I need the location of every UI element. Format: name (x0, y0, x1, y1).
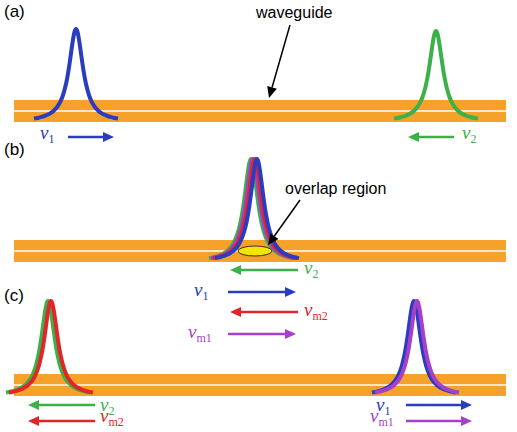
subscript: 1 (48, 132, 54, 146)
arrow (230, 265, 298, 275)
panel-letter: (b) (4, 141, 25, 159)
arrow (230, 307, 298, 317)
light-pulse (9, 301, 93, 392)
symbol: ν (100, 405, 108, 426)
frequency-label: νm1 (188, 323, 212, 347)
frequency-label: νm2 (304, 301, 328, 325)
light-pulse (34, 29, 118, 119)
subscript: 2 (470, 132, 476, 146)
panel-letter: (a) (4, 3, 25, 21)
arrow (68, 132, 114, 142)
overlap-region (238, 246, 272, 256)
symbol: ν (40, 122, 48, 143)
symbol: ν (188, 321, 196, 342)
frequency-label: νm1 (370, 407, 394, 431)
arrow (406, 416, 472, 426)
arrow (268, 200, 300, 245)
waveguide-line (14, 384, 506, 386)
light-pulse (394, 31, 478, 119)
light-pulse (375, 301, 459, 392)
subscript: m2 (312, 309, 327, 323)
arrow (228, 287, 296, 297)
symbol: ν (462, 122, 470, 143)
frequency-label: ν2 (462, 124, 476, 148)
frequency-label: ν1 (40, 124, 54, 148)
waveguide (14, 240, 506, 262)
panel-letter: (c) (4, 287, 24, 305)
frequency-label: ν1 (194, 281, 208, 305)
arrow (406, 400, 472, 410)
arrow (28, 400, 95, 410)
symbol: ν (370, 405, 378, 426)
subscript: 1 (202, 289, 208, 303)
waveguide (14, 100, 506, 122)
symbol: ν (194, 279, 202, 300)
subscript: 2 (312, 267, 318, 281)
waveguide-core (14, 240, 506, 262)
waveguide-core (14, 100, 506, 122)
arrow (267, 25, 290, 98)
arrow (228, 329, 296, 339)
subscript: m1 (378, 415, 393, 429)
waveguide-line (14, 110, 506, 112)
frequency-label: νm2 (100, 407, 124, 431)
light-pulse (215, 159, 299, 258)
symbol: ν (304, 257, 312, 278)
symbol: ν (304, 299, 312, 320)
part-label: overlap region (285, 180, 386, 198)
arrow (408, 132, 454, 142)
frequency-label: ν2 (304, 259, 318, 283)
subscript: m1 (196, 331, 211, 345)
subscript: m2 (108, 415, 123, 429)
part-label: waveguide (256, 4, 333, 22)
arrow (28, 416, 95, 426)
